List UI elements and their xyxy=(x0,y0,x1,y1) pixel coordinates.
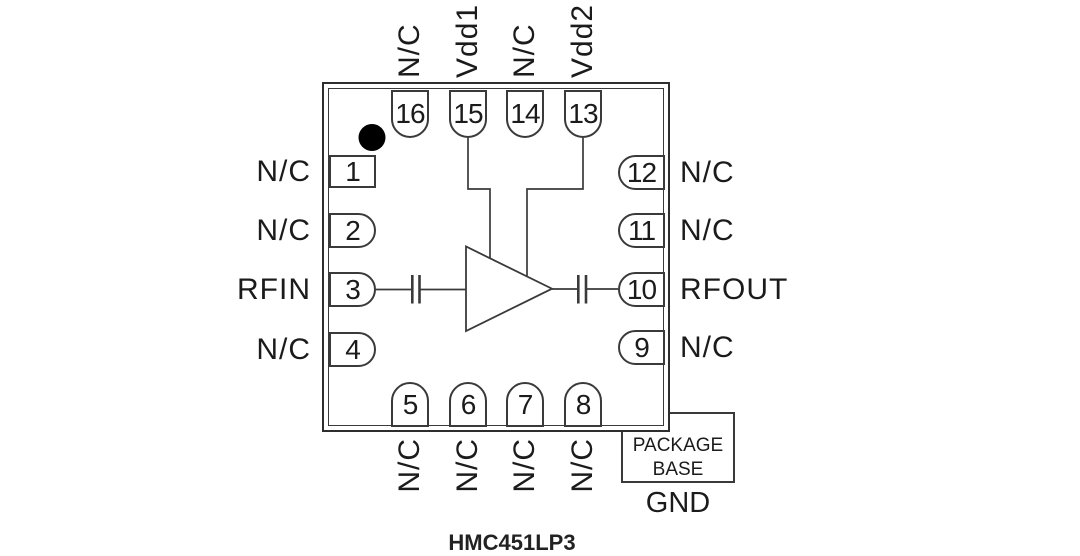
pin-3-pad: 3 xyxy=(329,272,376,307)
chip-inner-outline xyxy=(328,88,664,426)
pin-8-number: 8 xyxy=(575,388,592,420)
pin-11-signal-label: N/C xyxy=(680,214,735,247)
pin-12-number: 12 xyxy=(626,156,657,188)
pin-14-pad: 14 xyxy=(506,90,544,138)
pin-4-signal-label: N/C xyxy=(256,333,311,366)
vdd2-wire xyxy=(526,138,584,278)
pin-13-number: 13 xyxy=(568,98,598,129)
pin-13-pad: 13 xyxy=(564,90,602,138)
pin-9-number: 9 xyxy=(634,331,650,363)
pin-12-signal-label: N/C xyxy=(680,156,735,189)
pin-14-signal-label: N/C xyxy=(508,23,541,78)
pin-9-signal-label: N/C xyxy=(680,331,735,364)
output-capacitor-icon xyxy=(577,275,588,304)
pin-10-signal-label: RFOUT xyxy=(680,273,789,306)
pin-5-number: 5 xyxy=(402,388,419,420)
pin-3-number: 3 xyxy=(345,273,361,305)
pin1-marker-dot-icon xyxy=(358,124,386,151)
pin-15-signal-label: Vdd1 xyxy=(451,3,484,78)
pin-5-pad: 5 xyxy=(391,382,429,427)
pin-10-pad: 10 xyxy=(618,272,665,307)
pin-2-pad: 2 xyxy=(329,213,376,248)
pin-7-number: 7 xyxy=(517,388,534,420)
pin-6-number: 6 xyxy=(460,388,477,420)
pin-6-signal-label: N/C xyxy=(451,438,484,493)
pin-7-signal-label: N/C xyxy=(508,438,541,493)
pin-8-pad: 8 xyxy=(564,382,602,427)
pin-2-signal-label: N/C xyxy=(256,214,311,247)
pin-3-signal-label: RFIN xyxy=(237,273,311,306)
pin-2-number: 2 xyxy=(345,214,361,246)
pin-12-pad: 12 xyxy=(618,155,665,190)
pin-13-signal-label: Vdd2 xyxy=(566,3,599,78)
pin-7-pad: 7 xyxy=(506,382,544,427)
package-base-label-line2: BASE xyxy=(652,459,704,480)
pin-16-pad: 16 xyxy=(391,90,429,138)
pin-15-number: 15 xyxy=(453,98,483,129)
pin-9-pad: 9 xyxy=(618,330,665,365)
pin-4-pad: 4 xyxy=(329,332,376,367)
pin-1-number: 1 xyxy=(345,155,361,187)
pin-6-pad: 6 xyxy=(449,382,487,427)
pin-14-number: 14 xyxy=(510,98,540,129)
pin-16-signal-label: N/C xyxy=(393,23,426,78)
pin-11-number: 11 xyxy=(627,214,656,246)
package-base-label-line1: PACKAGE xyxy=(632,435,724,456)
pin-5-signal-label: N/C xyxy=(393,438,426,493)
pin-15-pad: 15 xyxy=(449,90,487,138)
package-base-label: PACKAGE BASE xyxy=(621,434,735,482)
pin-16-number: 16 xyxy=(395,98,425,129)
package-base-net-label: GND xyxy=(645,487,711,519)
pin-1-signal-label: N/C xyxy=(256,155,311,188)
input-capacitor-icon xyxy=(411,275,421,304)
vdd1-wire xyxy=(467,138,491,260)
amplifier-icon xyxy=(465,245,555,333)
pin-1-pad: 1 xyxy=(329,155,376,188)
pin-8-signal-label: N/C xyxy=(566,438,599,493)
pin-4-number: 4 xyxy=(345,333,361,365)
pin-11-pad: 11 xyxy=(618,213,665,248)
pin-10-number: 10 xyxy=(626,273,657,305)
part-number-title: HMC451LP3 xyxy=(448,530,576,555)
